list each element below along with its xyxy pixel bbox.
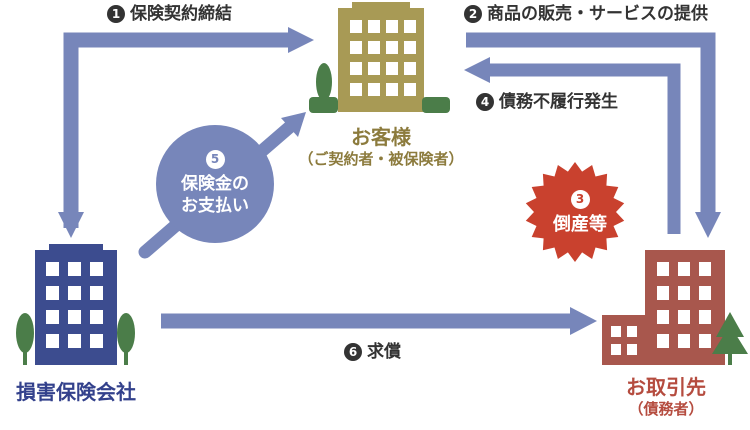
customer-label: お客様 （ご契約者・被保険者）	[281, 125, 481, 169]
arrow-contract	[58, 27, 314, 238]
window	[90, 310, 103, 324]
window	[678, 286, 690, 300]
window	[404, 62, 416, 75]
window	[368, 41, 380, 54]
step-5-label: 5 保険金の お支払い	[156, 147, 274, 217]
step-2-label: 2 商品の販売・サービスの提供	[464, 5, 708, 23]
window	[368, 20, 380, 33]
window	[678, 334, 690, 348]
window	[90, 262, 103, 276]
window	[699, 286, 711, 300]
customer-name: お客様	[351, 125, 411, 149]
window	[699, 334, 711, 348]
customer-sub: （ご契約者・被保険者）	[298, 150, 464, 168]
window	[699, 310, 711, 324]
window	[386, 20, 398, 33]
debtor-building-icon	[602, 250, 725, 365]
window	[627, 344, 637, 355]
step-5-text-line2: お支払い	[181, 196, 249, 217]
payment-bubble-shape	[156, 125, 274, 243]
hedge-icon	[309, 97, 450, 113]
step-3-label: 3 倒産等	[530, 187, 630, 237]
window	[678, 262, 690, 276]
arrow-default	[464, 57, 681, 234]
window	[68, 286, 81, 300]
step-4-number: 4	[476, 93, 494, 111]
step-6-number: 6	[344, 343, 362, 361]
step-2-number: 2	[464, 5, 482, 23]
window	[386, 62, 398, 75]
insurer-building-icon	[35, 244, 117, 365]
window	[350, 83, 362, 96]
window	[404, 83, 416, 96]
window	[46, 262, 59, 276]
bankruptcy-burst-shape	[525, 162, 625, 262]
window	[68, 334, 81, 348]
window	[657, 262, 669, 276]
step-1-number: 1	[107, 5, 125, 23]
window	[627, 326, 637, 337]
window	[678, 310, 690, 324]
window	[657, 310, 669, 324]
step-1-text: 保険契約締結	[130, 3, 232, 24]
step-2-text: 商品の販売・サービスの提供	[487, 3, 708, 24]
window	[68, 310, 81, 324]
window	[657, 286, 669, 300]
window	[368, 83, 380, 96]
step-6-label: 6 求償	[344, 343, 401, 361]
window	[90, 334, 103, 348]
step-4-text: 債務不履行発生	[499, 91, 618, 112]
step-6-text: 求償	[367, 341, 401, 362]
window	[46, 334, 59, 348]
arrow-recourse	[161, 307, 597, 335]
window	[386, 83, 398, 96]
debtor-name: お取引先	[626, 375, 706, 399]
debtor-sub: （債務者）	[628, 400, 704, 418]
customer-building-icon	[338, 2, 424, 112]
window	[404, 20, 416, 33]
window	[350, 41, 362, 54]
step-5-number: 5	[205, 150, 225, 170]
window	[68, 262, 81, 276]
debtor-label: お取引先 （債務者）	[596, 375, 736, 419]
window	[90, 286, 103, 300]
pine-tree-icon	[712, 312, 748, 365]
window	[350, 20, 362, 33]
window	[386, 41, 398, 54]
window	[368, 62, 380, 75]
insurer-name: 損害保険会社	[16, 380, 136, 404]
step-4-label: 4 債務不履行発生	[476, 93, 618, 111]
insurer-label: 損害保険会社	[0, 380, 152, 405]
step-3-text: 倒産等	[553, 214, 607, 236]
step-3-number: 3	[570, 190, 590, 210]
tree-icon	[16, 313, 135, 365]
window	[350, 62, 362, 75]
window	[611, 326, 621, 337]
arrow-sales	[466, 32, 721, 238]
window	[611, 344, 621, 355]
window	[46, 286, 59, 300]
window	[404, 41, 416, 54]
window	[699, 262, 711, 276]
window	[657, 334, 669, 348]
window	[46, 310, 59, 324]
step-1-label: 1 保険契約締結	[107, 5, 232, 23]
step-5-text-line1: 保険金の	[181, 174, 249, 195]
